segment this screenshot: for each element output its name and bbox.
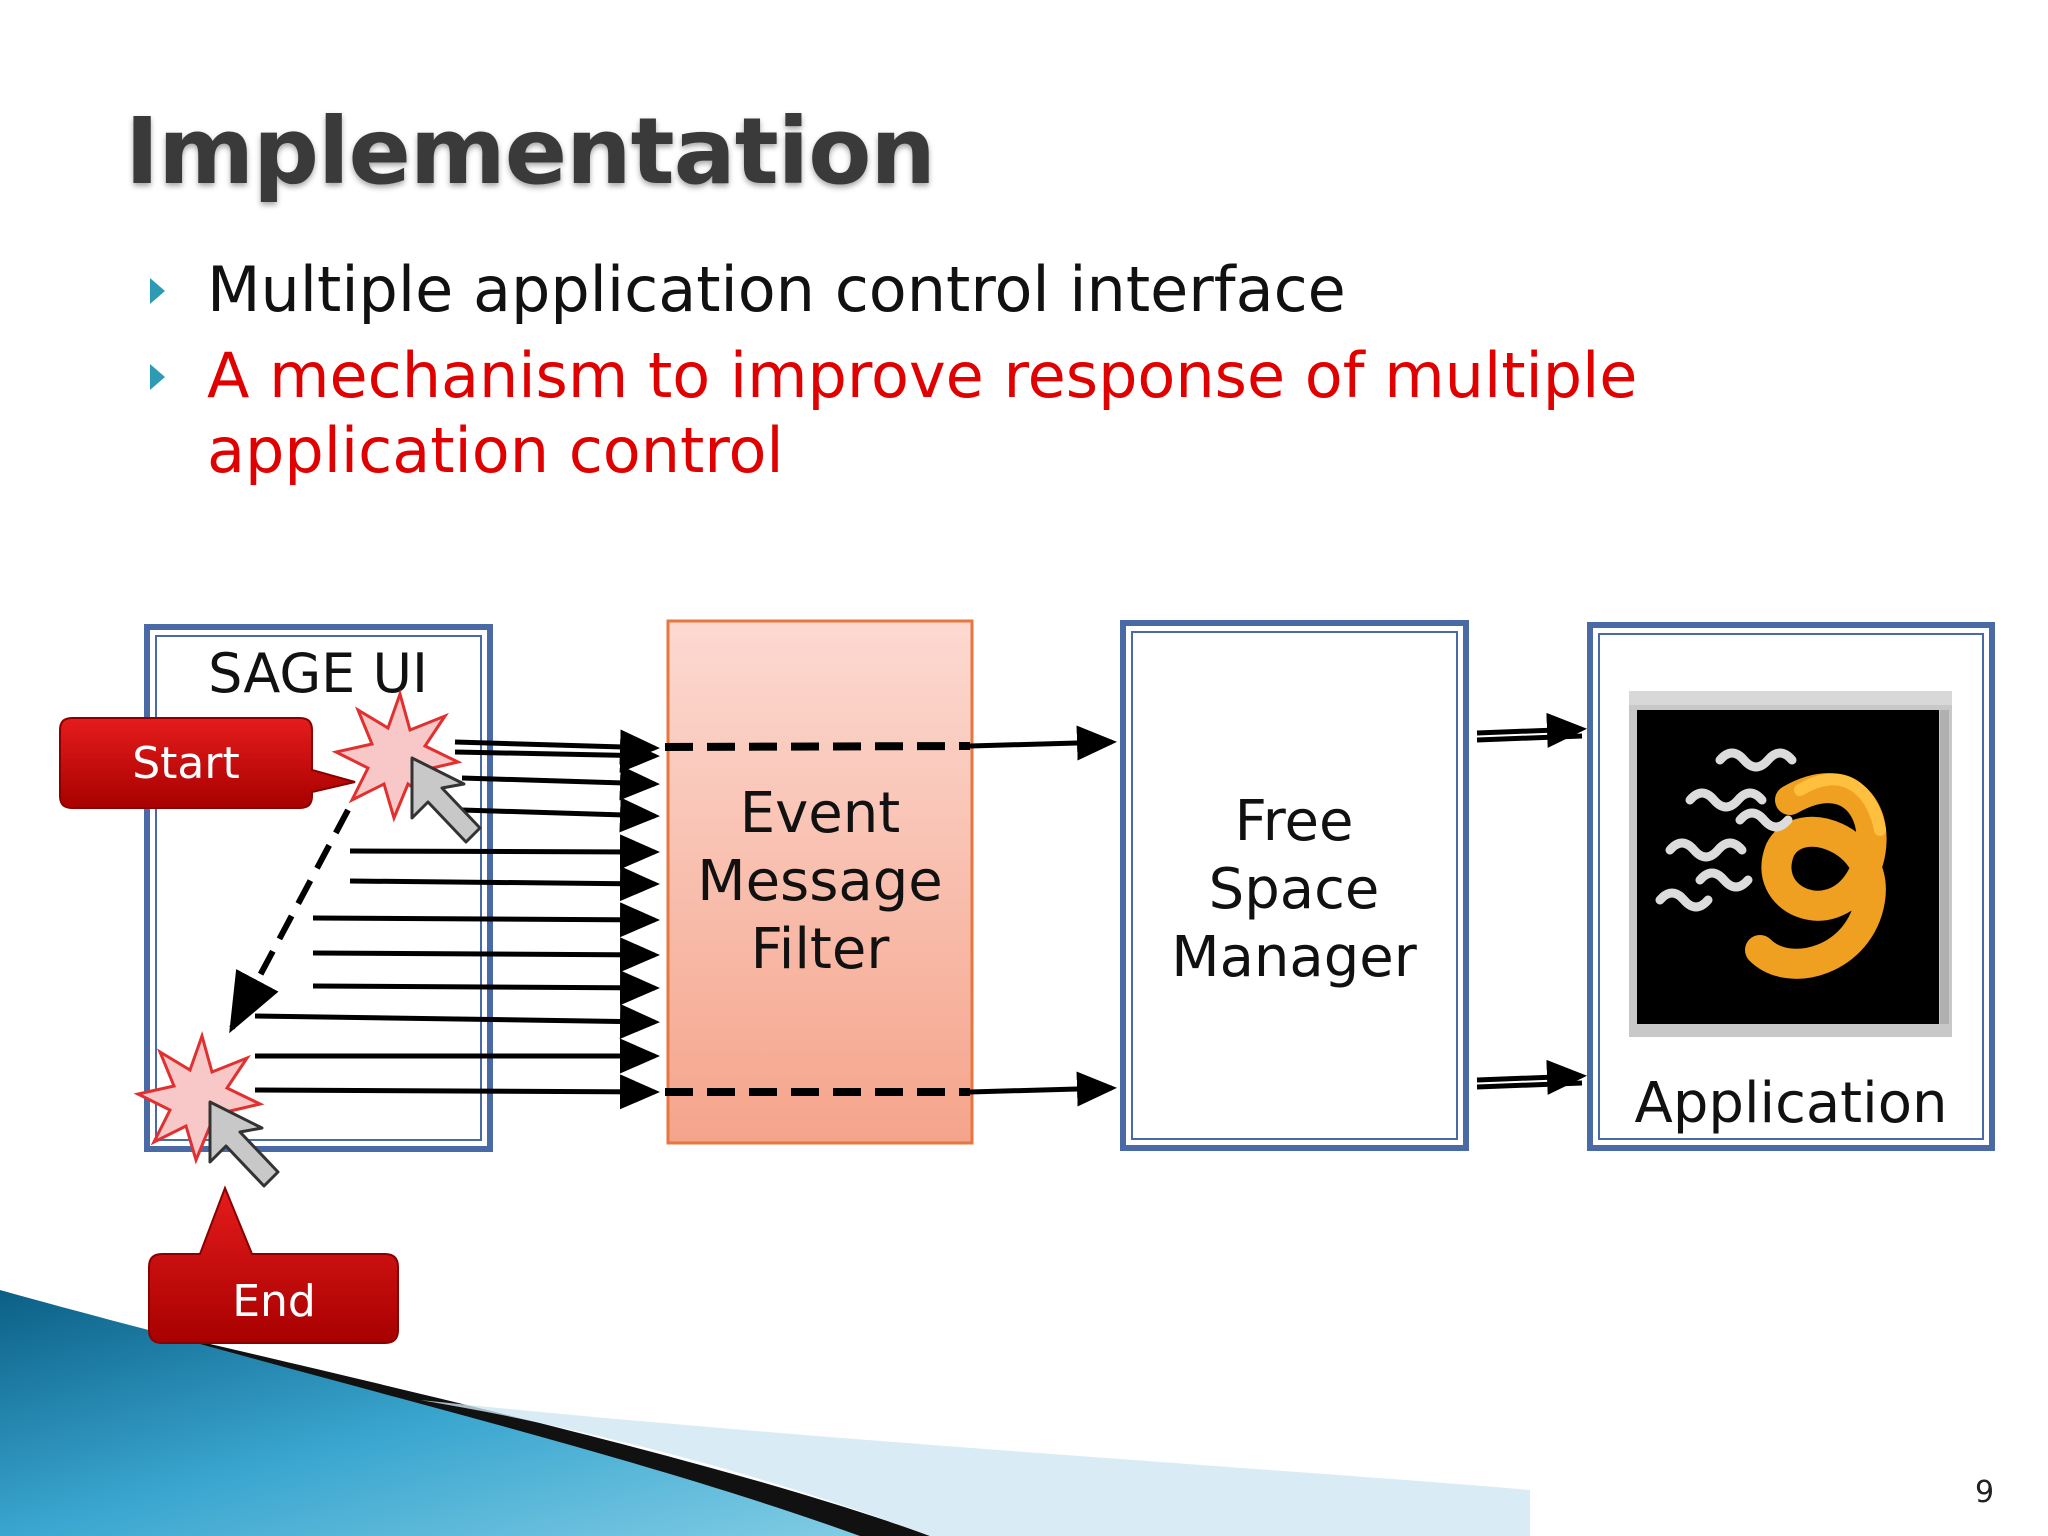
drag-path-arrow — [229, 808, 351, 1034]
bullet-1-text: Multiple application control interface — [207, 253, 1346, 326]
start-cursor-icon — [410, 756, 482, 844]
application-box: Application — [1587, 622, 1995, 1151]
decorative-swoosh — [0, 1290, 1530, 1536]
end-cursor-icon — [208, 1100, 280, 1188]
manager-label-line1: Free — [1235, 789, 1354, 854]
application-label: Application — [1635, 1071, 1948, 1136]
start-callout: Start — [59, 717, 356, 809]
end-callout: End — [148, 1185, 399, 1344]
slide-title: Implementation — [125, 98, 936, 205]
filter-label-line3: Filter — [751, 917, 891, 982]
event-message-filter-box: Event Message Filter — [666, 619, 974, 1145]
sage-ui-box: SAGE UI — [144, 624, 493, 1152]
manager-label-line2: Space — [1209, 857, 1380, 922]
bullet-2-text-line1: A mechanism to improve response of multi… — [207, 339, 1638, 412]
bullet-2-text-line2: application control — [207, 414, 784, 487]
manager-to-application-arrows — [1476, 712, 1587, 1095]
bullet-triangle-icon — [150, 364, 165, 390]
filter-label-line2: Message — [697, 849, 942, 914]
free-space-manager-box: Free Space Manager — [1120, 620, 1469, 1151]
manager-label-line3: Manager — [1171, 925, 1417, 990]
end-label: End — [232, 1276, 316, 1327]
filter-label-line1: Event — [740, 781, 900, 846]
application-window-thumbnail — [1629, 691, 1952, 1037]
sage-ui-label: SAGE UI — [208, 642, 428, 705]
event-arrows — [254, 729, 660, 1110]
page-number: 9 — [1975, 1475, 1995, 1510]
start-label: Start — [132, 738, 240, 789]
filtered-arrows — [664, 725, 1117, 1107]
bullet-triangle-icon — [150, 278, 165, 304]
